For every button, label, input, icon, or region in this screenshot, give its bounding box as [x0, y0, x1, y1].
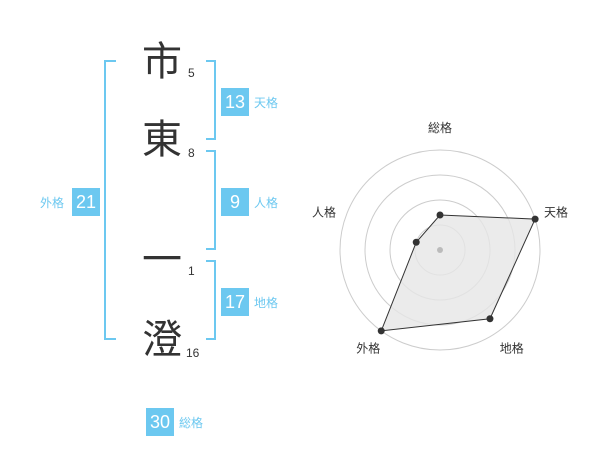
soukaku-badge: 30 — [146, 408, 174, 436]
radar-axis-label-4: 外格 — [356, 341, 380, 356]
stroke-count-1: 5 — [188, 66, 195, 80]
jinkaku-bracket — [206, 150, 216, 250]
radar-point-4 — [377, 327, 385, 335]
chikaku-badge: 17 — [221, 288, 249, 316]
gaikaku-bracket — [104, 60, 116, 340]
gaikaku-label: 外格 — [40, 196, 65, 210]
radar-axis-label-5: 人格 — [312, 204, 336, 219]
radar-center-dot — [437, 247, 443, 253]
radar-axis-label-2: 天格 — [544, 204, 568, 219]
chikaku-bracket — [206, 260, 216, 340]
stroke-count-3: 1 — [188, 264, 195, 278]
radar-ring-4 — [339, 149, 541, 351]
radar-polygon — [380, 214, 536, 332]
chikaku-label: 地格 — [254, 296, 279, 310]
radar-point-1 — [436, 211, 444, 219]
name-char-2: 東 — [142, 117, 182, 163]
radar-axis-label-3: 地格 — [500, 341, 524, 356]
tenkaku-badge: 13 — [221, 88, 249, 116]
name-char-4: 澄 — [142, 317, 182, 363]
radar-point-5 — [412, 238, 420, 246]
tenkaku-label: 天格 — [254, 96, 279, 110]
name-char-3: 一 — [142, 237, 182, 283]
soukaku-label: 総格 — [179, 416, 204, 430]
stroke-count-2: 8 — [188, 146, 195, 160]
jinkaku-label: 人格 — [254, 196, 279, 210]
jinkaku-badge: 9 — [221, 188, 249, 216]
stroke-count-4: 16 — [186, 346, 200, 360]
radar-point-2 — [531, 215, 539, 223]
radar-point-3 — [486, 315, 494, 323]
gaikaku-badge: 21 — [72, 188, 100, 216]
radar-axis-label-1: 総格 — [428, 120, 452, 135]
name-char-1: 市 — [142, 39, 182, 85]
tenkaku-bracket — [206, 60, 216, 140]
